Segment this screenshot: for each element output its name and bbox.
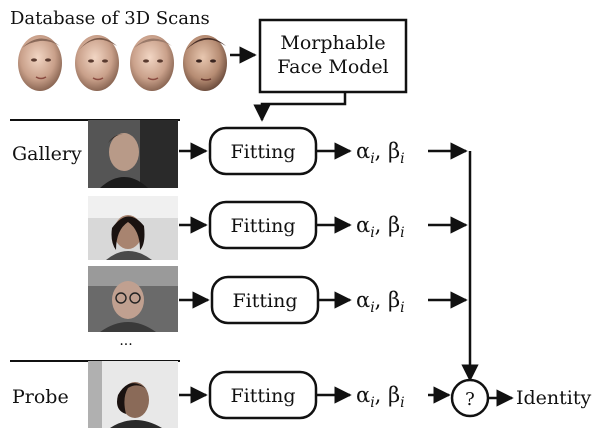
coeff-label-2: αi, βi (356, 213, 405, 241)
model-label-line2: Face Model (277, 56, 389, 78)
coeff-label-probe: αi, βi (356, 383, 405, 411)
coeff-label-1: αi, βi (356, 139, 405, 167)
scan-head-4 (183, 35, 227, 91)
database-label: Database of 3D Scans (10, 8, 210, 29)
coeff-label-3: αi, βi (356, 288, 405, 316)
probe-photo (88, 361, 178, 428)
fitting-label-probe: Fitting (230, 385, 295, 407)
fitting-label-1: Fitting (230, 141, 295, 163)
probe-label: Probe (12, 386, 69, 408)
gallery-photo-2 (88, 196, 178, 260)
fitting-label-2: Fitting (230, 215, 295, 237)
svg-text:αi, βi: αi, βi (356, 139, 405, 167)
identity-label: Identity (516, 387, 591, 409)
scan-head-2 (75, 35, 119, 91)
svg-text:αi, βi: αi, βi (356, 383, 405, 411)
svg-text:αi, βi: αi, βi (356, 213, 405, 241)
comparator-symbol: ? (465, 389, 475, 410)
ellipsis-text: ... (119, 333, 132, 349)
svg-text:αi, βi: αi, βi (356, 288, 405, 316)
fitting-label-3: Fitting (232, 290, 297, 312)
scan-head-3 (130, 35, 174, 91)
model-to-fitting-arrow (253, 92, 347, 122)
gallery-photo-3 (88, 266, 178, 332)
model-label-line1: Morphable (280, 32, 385, 54)
scan-head-1 (18, 35, 62, 91)
gallery-photo-1 (88, 120, 178, 188)
morphable-model-box (258, 18, 408, 94)
gallery-label: Gallery (12, 143, 82, 165)
